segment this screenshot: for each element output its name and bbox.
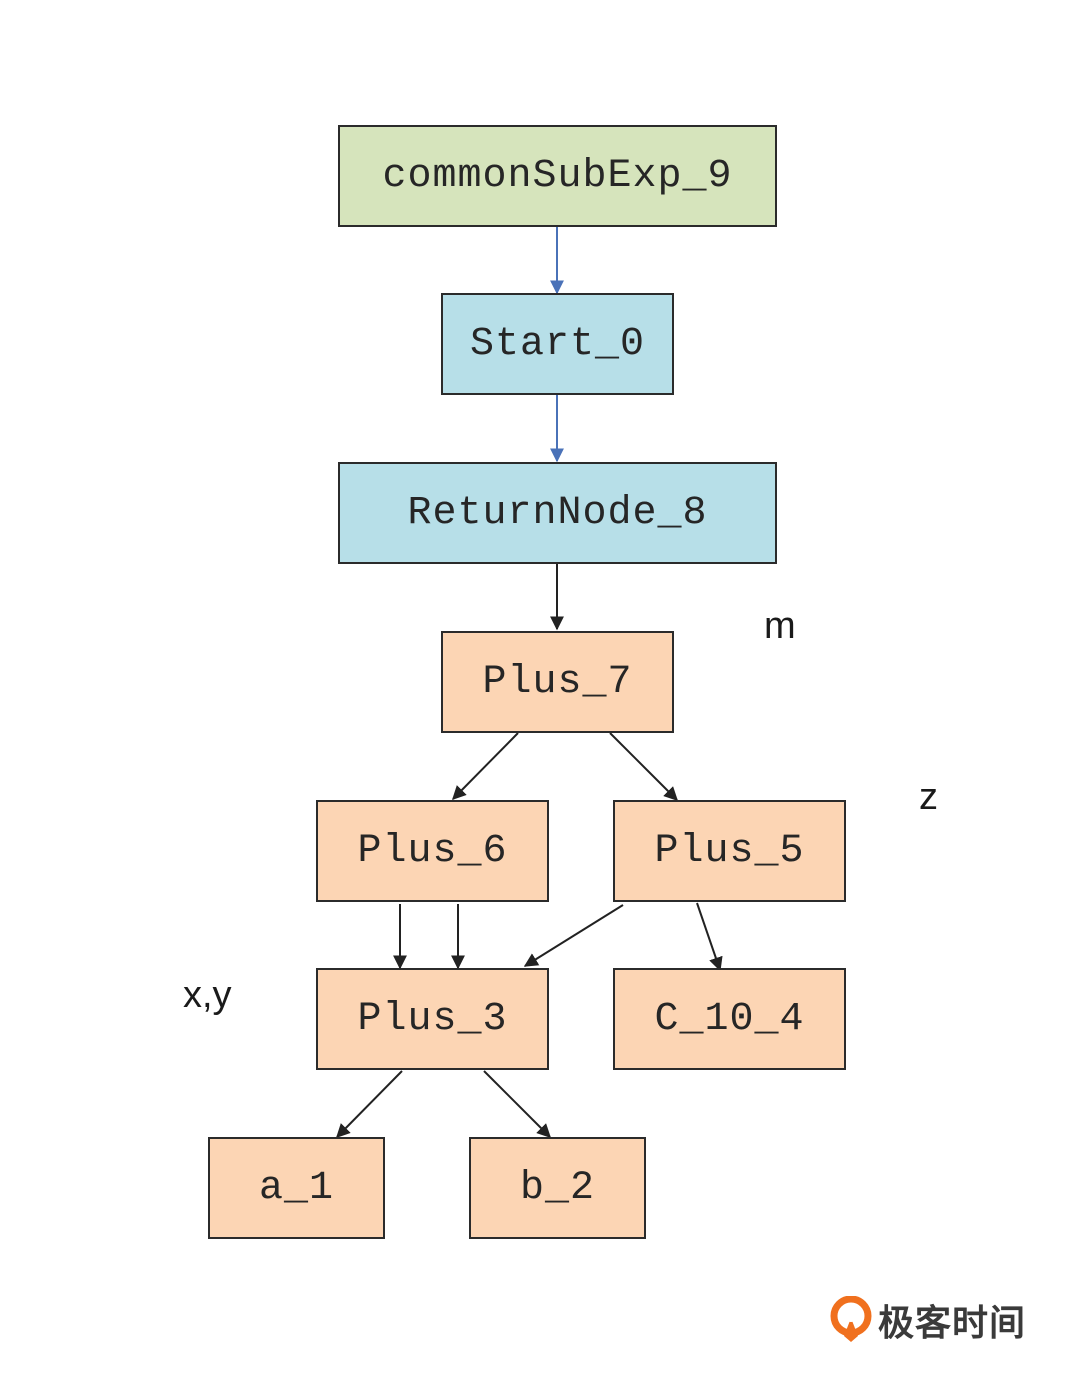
label-m: m [764,605,796,647]
label-xy: x,y [183,974,232,1016]
edge-plus5-to-plus3 [523,904,624,967]
edge-plus3-to-b2 [483,1070,551,1138]
node-b-2: b_2 [469,1137,646,1239]
node-plus-7: Plus_7 [441,631,674,733]
edge-plus7-to-plus6 [452,732,519,800]
node-start-0: Start_0 [441,293,674,395]
node-c-10-4: C_10_4 [613,968,846,1070]
edge-plus5-to-c104 [696,902,723,972]
label-z: z [919,776,938,818]
node-return-node-8: ReturnNode_8 [338,462,777,564]
node-common-sub-exp-9: commonSubExp_9 [338,125,777,227]
node-plus-6: Plus_6 [316,800,549,902]
node-plus-3: Plus_3 [316,968,549,1070]
node-plus-5: Plus_5 [613,800,846,902]
edge-plus3-to-a1 [336,1070,403,1138]
node-a-1: a_1 [208,1137,385,1239]
logo-text: 极客时间 [878,1303,1027,1344]
geektime-logo-icon [830,1296,872,1342]
edge-plus7-to-plus5 [609,732,678,801]
brand-logo: 极客时间 [830,1294,1026,1346]
